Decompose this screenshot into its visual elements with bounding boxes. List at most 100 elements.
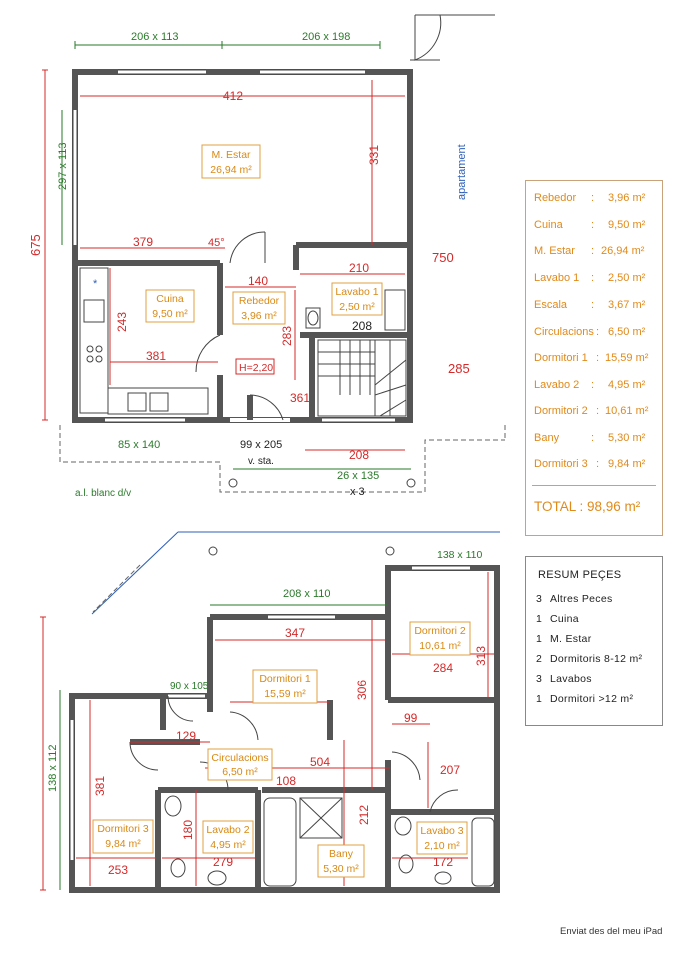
dim-label: 361 bbox=[290, 391, 310, 405]
total-area: TOTAL : 98,96 m² bbox=[534, 499, 641, 514]
window-label: 85 x 140 bbox=[118, 439, 160, 451]
dim-label: 253 bbox=[108, 863, 128, 877]
room-area: 2,10 m² bbox=[424, 840, 460, 852]
area-row-value: 4,95 m² bbox=[608, 379, 646, 391]
dim-label: 172 bbox=[433, 855, 453, 869]
dim-label: 412 bbox=[223, 89, 243, 103]
area-row-sep: : bbox=[591, 272, 595, 284]
room-area: 2,50 m² bbox=[339, 301, 375, 313]
area-row-sep: : bbox=[596, 352, 600, 364]
room-name: Bany bbox=[329, 848, 354, 860]
dim-label: 381 bbox=[93, 776, 107, 796]
summary-label: M. Estar bbox=[550, 633, 592, 645]
window-label: 297 x 113 bbox=[57, 142, 69, 190]
dim-label: 750 bbox=[432, 250, 454, 265]
dim-label: 347 bbox=[285, 626, 305, 640]
area-row-value: 26,94 m² bbox=[601, 245, 645, 257]
dim-label: 381 bbox=[146, 349, 166, 363]
summary-count: 1 bbox=[536, 693, 543, 705]
dim-label: 504 bbox=[310, 755, 330, 769]
room-area: 5,30 m² bbox=[323, 863, 359, 875]
dim-label: 243 bbox=[115, 312, 129, 332]
window-label: 206 x 113 bbox=[131, 31, 179, 43]
room-name: M. Estar bbox=[211, 149, 251, 161]
summary-label: Cuina bbox=[550, 613, 579, 625]
area-row-value: 9,84 m² bbox=[608, 458, 646, 470]
summary-count: 1 bbox=[536, 633, 543, 645]
note: a.l. blanc d/v bbox=[75, 488, 131, 499]
door-label: v. sta. bbox=[248, 456, 274, 467]
area-row-sep: : bbox=[596, 405, 600, 417]
room-name: Circulacions bbox=[211, 752, 268, 764]
window-label: 99 x 205 bbox=[240, 439, 282, 451]
room-name: Dormitori 2 bbox=[414, 625, 466, 637]
summary-label: Dormitori >12 m² bbox=[550, 693, 634, 705]
area-row-name: Escala bbox=[534, 299, 568, 311]
room-area: 15,59 m² bbox=[264, 688, 306, 700]
dim-label: 140 bbox=[248, 274, 268, 288]
dim-label: 279 bbox=[213, 855, 233, 869]
room-area: 4,95 m² bbox=[210, 839, 246, 851]
dim-label: 331 bbox=[367, 145, 381, 165]
dim-label: 283 bbox=[280, 326, 294, 346]
total-divider bbox=[532, 485, 656, 486]
area-row-sep: : bbox=[591, 219, 595, 231]
room-area: 3,96 m² bbox=[241, 310, 277, 322]
dim-label: 208 bbox=[352, 319, 372, 333]
area-row-name: Dormitori 2 bbox=[534, 405, 588, 417]
room-area: 26,94 m² bbox=[210, 164, 252, 176]
room-name: Cuina bbox=[156, 293, 184, 305]
dim-label: 379 bbox=[133, 235, 153, 249]
area-row-sep: : bbox=[591, 432, 595, 444]
dim-label: 180 bbox=[181, 820, 195, 840]
dim-label: 207 bbox=[440, 763, 460, 777]
room-area: 6,50 m² bbox=[222, 766, 258, 778]
summary-label: Altres Peces bbox=[550, 593, 613, 605]
area-row-sep: : bbox=[591, 245, 595, 257]
first-floor-plan bbox=[40, 531, 500, 893]
area-row-value: 10,61 m² bbox=[605, 405, 649, 417]
area-row-value: 2,50 m² bbox=[608, 272, 646, 284]
dim-label: 45° bbox=[208, 237, 225, 249]
kitchen-counter: * bbox=[79, 267, 209, 415]
area-row-name: M. Estar bbox=[534, 245, 575, 257]
dim-label: 306 bbox=[355, 680, 369, 700]
areas-table: Rebedor : 3,96 m² Cuina : 9,50 m² M. Est… bbox=[525, 180, 663, 536]
area-row-sep: : bbox=[596, 458, 600, 470]
summary-title: RESUM PEÇES bbox=[538, 569, 622, 581]
window-label: 26 x 135 bbox=[337, 470, 379, 482]
summary-count: 3 bbox=[536, 673, 543, 685]
area-row-sep: : bbox=[591, 192, 595, 204]
ground-floor-plan: * bbox=[42, 14, 506, 493]
area-row-name: Bany bbox=[534, 432, 560, 444]
lavabo1-fixtures bbox=[305, 289, 406, 331]
area-row-value: 5,30 m² bbox=[608, 432, 646, 444]
room-name: Lavabo 1 bbox=[335, 286, 378, 298]
svg-text:*: * bbox=[93, 278, 98, 290]
room-area: 10,61 m² bbox=[419, 640, 461, 652]
window-label: 206 x 198 bbox=[302, 31, 350, 43]
area-row-sep: : bbox=[591, 299, 595, 311]
summary-count: 2 bbox=[536, 653, 543, 665]
dim-label: 99 bbox=[404, 711, 418, 725]
room-name: Dormitori 3 bbox=[97, 823, 149, 835]
area-row-name: Lavabo 1 bbox=[534, 272, 580, 284]
window-label: 138 x 110 bbox=[437, 549, 483, 561]
ceiling-height: H=2,20 bbox=[239, 362, 273, 374]
window-label: 90 x 105 bbox=[170, 681, 209, 692]
summary-label: Dormitoris 8-12 m² bbox=[550, 653, 643, 665]
staircase bbox=[317, 339, 407, 417]
area-row-name: Lavabo 2 bbox=[534, 379, 580, 391]
area-row-name: Dormitori 1 bbox=[534, 352, 588, 364]
dim-label: 210 bbox=[349, 261, 369, 275]
room-area: 9,50 m² bbox=[152, 308, 188, 320]
dim-label: 129 bbox=[176, 729, 196, 743]
area-row-name: Rebedor bbox=[534, 192, 577, 204]
room-area: 9,84 m² bbox=[105, 838, 141, 850]
dim-label: 284 bbox=[433, 661, 453, 675]
area-row-value: 3,96 m² bbox=[608, 192, 646, 204]
room-name: Lavabo 3 bbox=[420, 825, 463, 837]
footer-note: Enviat des del meu iPad bbox=[560, 926, 663, 937]
area-row-name: Circulacions bbox=[534, 326, 594, 338]
